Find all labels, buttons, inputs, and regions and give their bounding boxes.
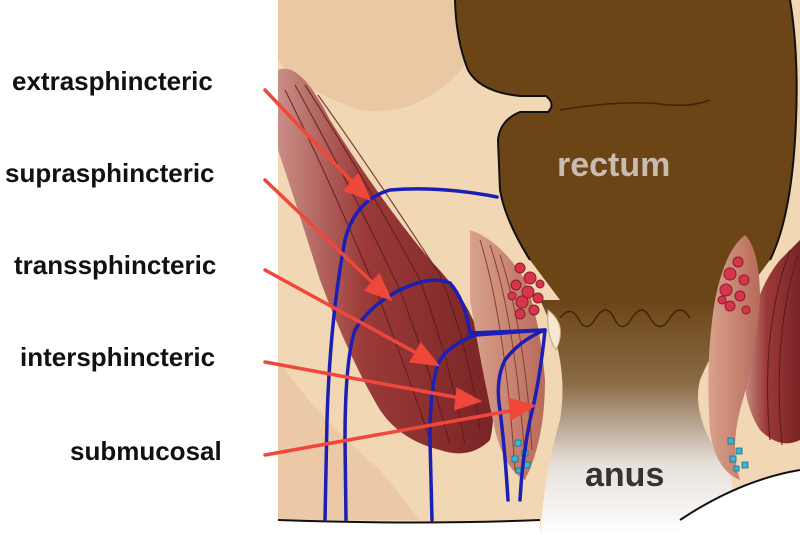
rectum-outline	[454, 0, 553, 261]
submucosal-label: submucosal	[70, 436, 222, 466]
suprasphincteric-track	[343, 278, 547, 522]
anal-papilla	[547, 309, 561, 352]
extrasphincteric-track	[323, 187, 499, 522]
transsphincteric-label: transsphincteric	[14, 250, 217, 280]
muscle-striations-right	[767, 249, 799, 446]
anal-glands-left	[507, 262, 545, 320]
dentate-line	[559, 309, 691, 328]
extrasphincteric-label: extrasphincteric	[12, 66, 213, 96]
label-arrows	[263, 88, 537, 457]
skin-outline-right	[679, 469, 800, 521]
transsphincteric-track	[428, 328, 547, 522]
anal-canal	[540, 300, 760, 535]
skin-outline	[277, 519, 541, 524]
skin-edge-right	[680, 470, 800, 535]
external-sphincter-right	[744, 240, 800, 444]
tissue-shading	[278, 0, 470, 112]
anus-label: anus	[585, 456, 665, 494]
tissue-shading-lower	[278, 360, 420, 520]
rectum-outline-right	[769, 0, 798, 261]
fistula-tracks	[323, 187, 547, 522]
rectum-fold	[559, 99, 711, 111]
intersphincteric-label: intersphincteric	[20, 342, 216, 372]
skin-edge	[278, 520, 540, 535]
anal-glands-right	[717, 256, 751, 315]
suprasphincteric-label: suprasphincteric	[5, 158, 215, 188]
rectum-label: rectum	[557, 146, 671, 184]
cyan-glands-right	[727, 437, 749, 472]
intersphincteric-track	[496, 328, 547, 502]
submucosal-track	[518, 328, 547, 502]
rectum-wall	[455, 0, 797, 300]
